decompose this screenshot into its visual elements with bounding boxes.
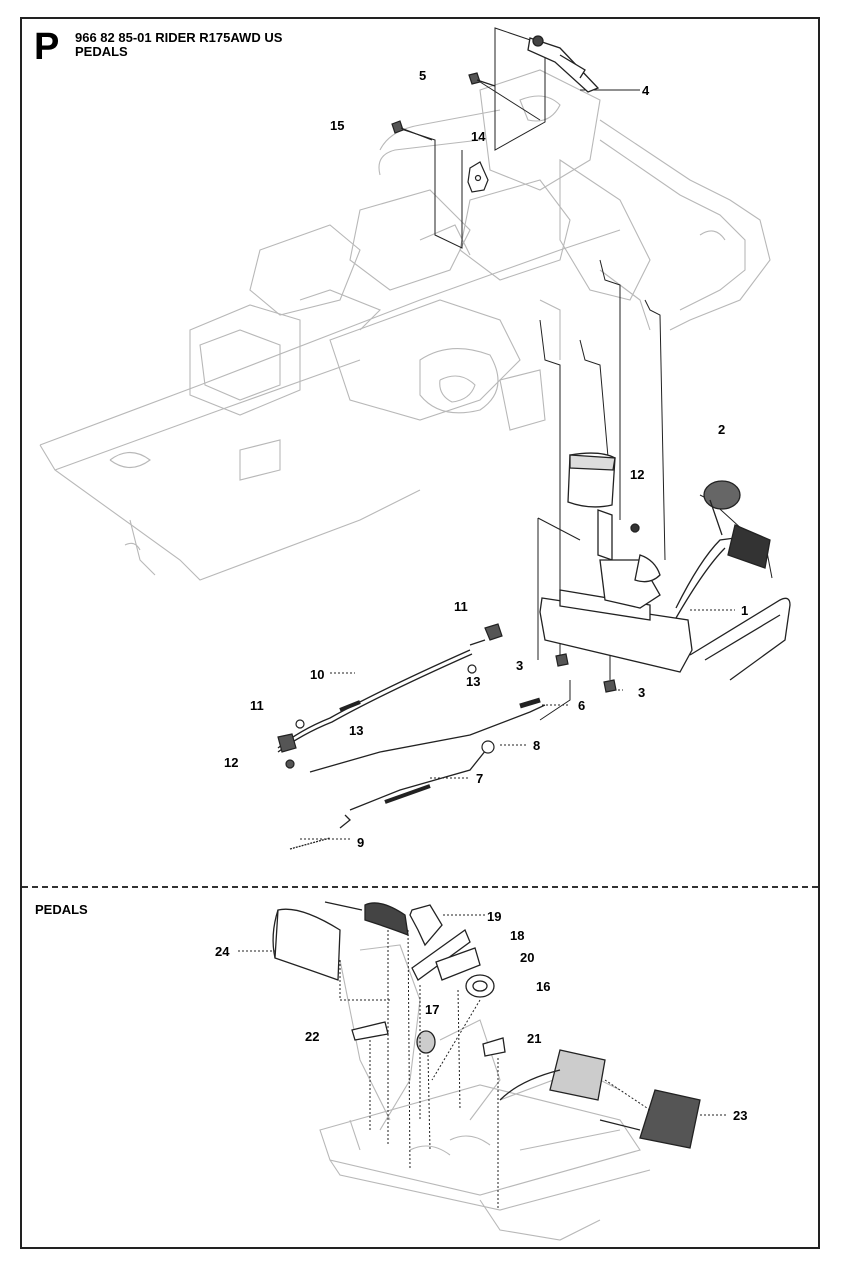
callout-23: 23 xyxy=(733,1108,748,1123)
part-15-bolt xyxy=(391,120,433,141)
callout-5: 5 xyxy=(419,68,427,83)
callout-22: 22 xyxy=(305,1029,320,1044)
cable-assembly xyxy=(277,639,546,850)
diagram-subtitle: PEDALS xyxy=(75,44,128,59)
callout-14: 14 xyxy=(471,129,486,144)
callout-16: 16 xyxy=(536,979,551,994)
callout-12-upper: 12 xyxy=(630,467,645,482)
callout-6: 6 xyxy=(578,698,586,713)
section-divider xyxy=(22,886,818,888)
callout-19: 19 xyxy=(487,909,502,924)
callout-13-lower: 13 xyxy=(349,723,364,738)
upper-callout-leaders xyxy=(300,89,735,840)
callout-3-left: 3 xyxy=(516,658,524,673)
lower-leader-lines xyxy=(238,914,728,1210)
callout-2: 2 xyxy=(718,422,726,437)
callout-20: 20 xyxy=(520,950,535,965)
part-3-bolts xyxy=(555,653,617,693)
callout-12-lower: 12 xyxy=(224,755,239,770)
part-5-bolt xyxy=(468,72,496,87)
callout-15: 15 xyxy=(330,118,345,133)
diagram-title: 966 82 85-01 RIDER R175AWD US xyxy=(75,30,283,45)
callout-10: 10 xyxy=(310,667,325,682)
callout-21: 21 xyxy=(527,1031,542,1046)
callout-7: 7 xyxy=(476,771,484,786)
callout-1: 1 xyxy=(741,603,749,618)
callout-13-upper: 13 xyxy=(466,674,481,689)
lower-section-label: PEDALS xyxy=(35,902,88,917)
callout-11-upper: 11 xyxy=(454,599,468,614)
callout-17: 17 xyxy=(425,1002,440,1017)
cable-fittings xyxy=(277,623,503,769)
callout-11-lower: 11 xyxy=(250,698,264,713)
lower-parts xyxy=(272,901,701,1149)
callout-4: 4 xyxy=(642,83,650,98)
chassis-ghost xyxy=(39,69,771,581)
callout-24: 24 xyxy=(215,944,230,959)
page-letter: P xyxy=(34,26,60,68)
callout-8: 8 xyxy=(533,738,541,753)
drawing-frame xyxy=(20,17,820,1249)
part-14-bracket xyxy=(467,161,489,193)
callout-3-right: 3 xyxy=(638,685,646,700)
callout-9: 9 xyxy=(357,835,365,850)
callout-18: 18 xyxy=(510,928,525,943)
part-4-clip xyxy=(527,35,600,93)
brake-rod xyxy=(499,1069,641,1131)
pedal-assembly xyxy=(539,452,791,681)
